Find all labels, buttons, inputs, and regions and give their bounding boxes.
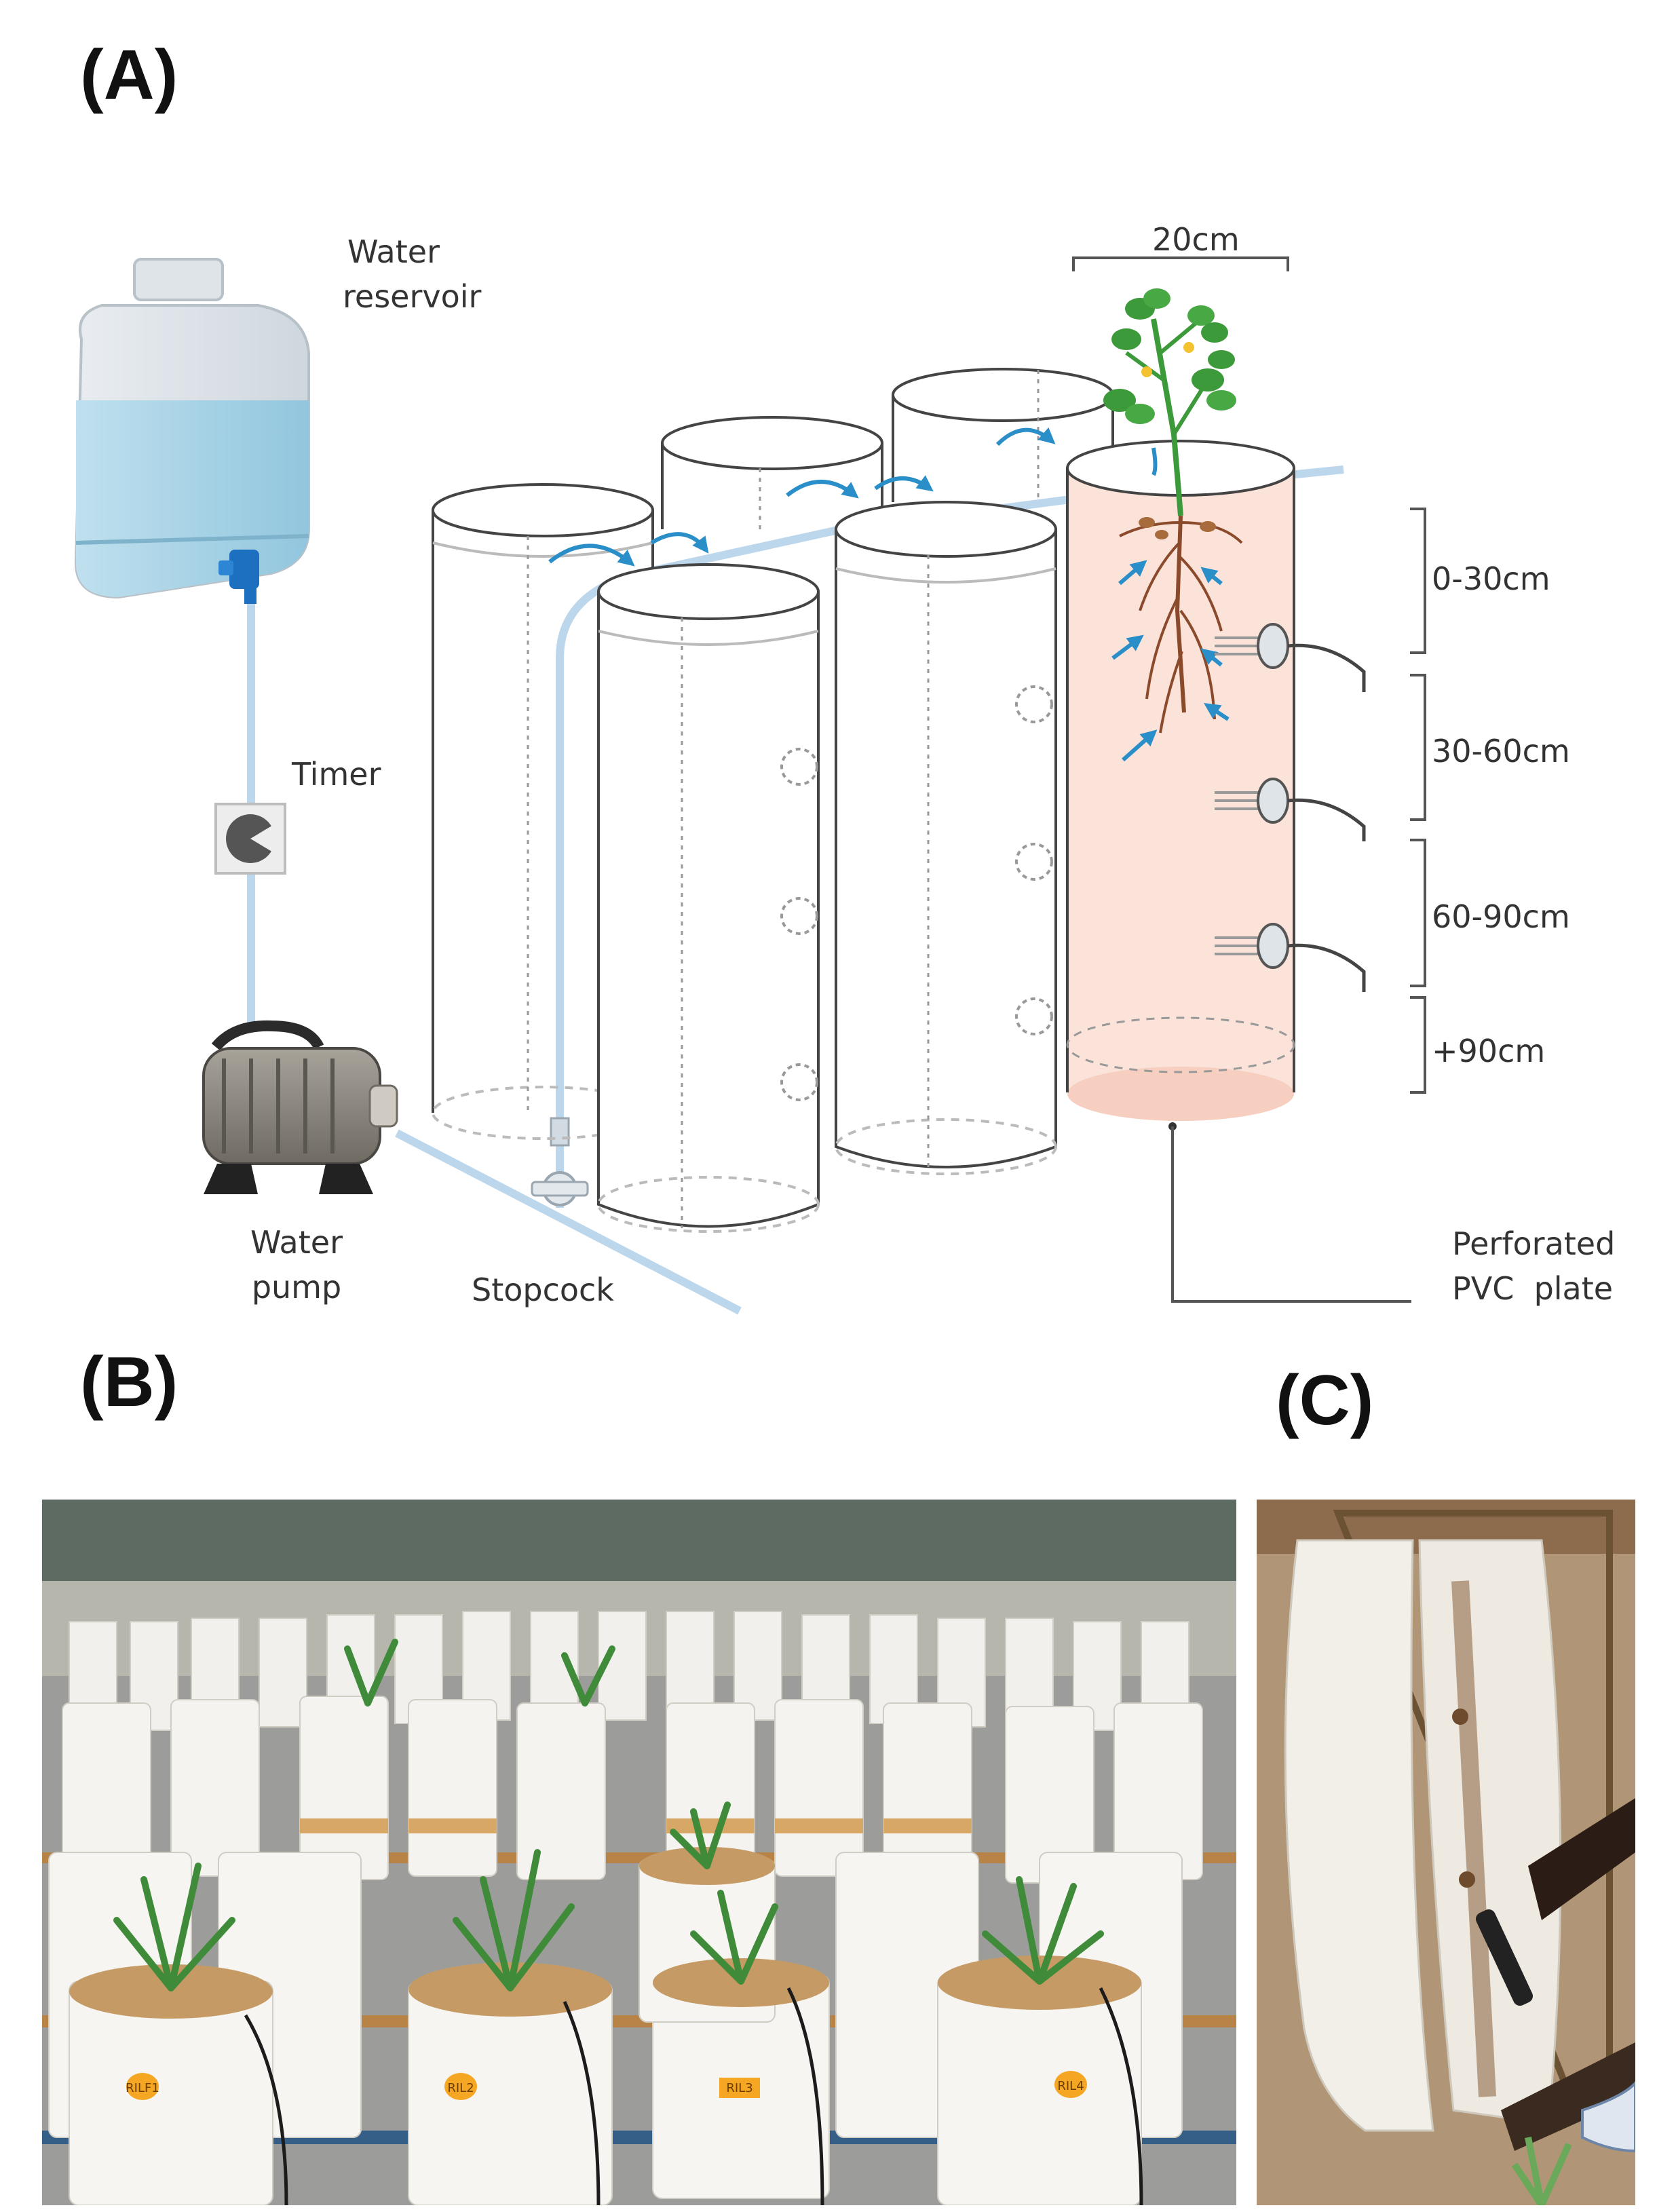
- panel-label-c: (C): [1276, 1361, 1374, 1440]
- tube-tag-4: RIL4: [1057, 2079, 1084, 2093]
- soil-column-back-left: [432, 483, 654, 1140]
- soil-column-front-middle: [835, 501, 1057, 1175]
- plate-leader-line: [1171, 1126, 1411, 1303]
- timer-label: Timer: [292, 756, 381, 793]
- depth-label-0-30: 0-30cm: [1432, 560, 1550, 597]
- soil-column-front-left: [597, 563, 820, 1233]
- depth-label-60-90: 60-90cm: [1432, 898, 1570, 935]
- tube-tag-1: RILF1: [126, 2081, 159, 2095]
- water-flow-arrows: [548, 427, 1230, 762]
- width-bracket: [1072, 256, 1289, 271]
- panel-label-a: (A): [80, 36, 178, 115]
- column-width-label: 20cm: [1152, 221, 1240, 258]
- depth-label-90-plus: +90cm: [1432, 1033, 1546, 1069]
- depth-brackets: [1410, 508, 1426, 1094]
- tube-tag-2: RIL2: [447, 2081, 474, 2095]
- water-pump-label: Water pump: [250, 1224, 343, 1305]
- split-column-photo: [1257, 1500, 1635, 2205]
- soil-column-back-middle: [661, 416, 883, 529]
- root-system-icon: [1119, 515, 1243, 733]
- greenhouse-photo: RILF1 RIL2 RIL3 RIL4: [42, 1500, 1236, 2205]
- moisture-sensor-icon: [1215, 623, 1366, 992]
- perforated-plate-label: Perforated PVC plate: [1452, 1225, 1616, 1307]
- irrigation-diagram: [74, 256, 1426, 1315]
- water-pump-icon: [202, 1020, 398, 1194]
- tube-tag-3: RIL3: [726, 2081, 753, 2095]
- water-reservoir-icon: [74, 258, 310, 604]
- timer-icon: [214, 803, 286, 875]
- stopcock-icon: [531, 1117, 589, 1206]
- panel-label-b: (B): [80, 1343, 178, 1422]
- water-reservoir-label: Water reservoir: [343, 233, 482, 315]
- depth-label-30-60: 30-60cm: [1432, 733, 1570, 769]
- plant-icon: [1103, 288, 1236, 516]
- stopcock-label: Stopcock: [472, 1272, 614, 1308]
